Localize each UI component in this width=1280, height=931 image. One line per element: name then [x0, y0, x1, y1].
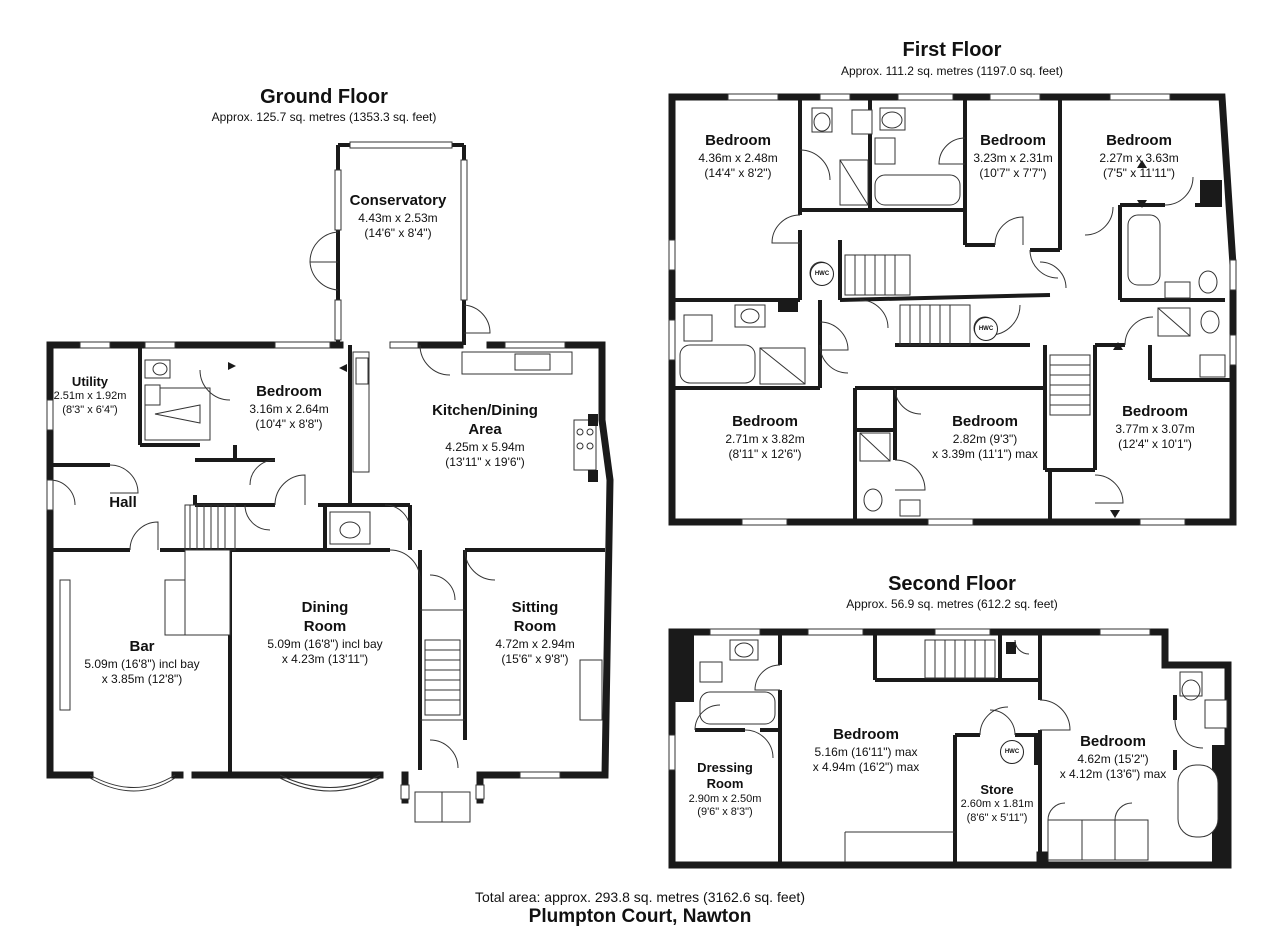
room-second-bedroom-2: Bedroom 4.62m (15'2") x 4.12m (13'6") ma… [1059, 733, 1167, 781]
second-floor-title: Second Floor [888, 573, 1016, 595]
ground-stairs [184, 504, 461, 716]
room-first-bedroom-3: Bedroom 2.27m x 3.63m (7'5" x 11'11") [1099, 132, 1179, 180]
first-doors [771, 137, 1194, 504]
room-kitchen-dining: Kitchen/Dining Area 4.25m x 5.94m (13'11… [432, 402, 538, 469]
second-floor-area: Approx. 56.9 sq. metres (612.2 sq. feet) [846, 597, 1058, 611]
conservatory-outline [309, 141, 491, 345]
dining-bay-window [279, 774, 381, 788]
room-first-bedroom-5: Bedroom 2.82m (9'3") x 3.39m (11'1") max [932, 413, 1038, 461]
second-outer-walls [668, 628, 1232, 869]
first-hwc-label-2: HWC [974, 317, 998, 341]
ground-floor-area: Approx. 125.7 sq. metres (1353.3 sq. fee… [211, 110, 437, 124]
room-first-bedroom-2: Bedroom 3.23m x 2.31m (10'7" x 7'7") [973, 132, 1053, 180]
room-conservatory: Conservatory 4.43m x 2.53m (14'6" x 8'4"… [349, 192, 447, 240]
room-dressing: Dressing Room 2.90m x 2.50m (9'6" x 8'3"… [688, 760, 762, 819]
total-area: Total area: approx. 293.8 sq. metres (31… [475, 889, 805, 905]
room-utility: Utility 2.51m x 1.92m (8'3" x 6'4") [53, 374, 127, 416]
ground-floor-plan [46, 141, 614, 823]
first-stairs [844, 254, 1091, 416]
second-floor-plan [668, 628, 1232, 869]
room-first-bedroom-4: Bedroom 2.71m x 3.82m (8'11" x 12'6") [725, 413, 805, 461]
room-dining: Dining Room 5.09m (16'8") incl bay x 4.2… [267, 599, 383, 666]
first-floor-plan [668, 93, 1237, 526]
property-address: Plumpton Court, Nawton [528, 906, 752, 927]
second-stairs [924, 639, 996, 679]
room-second-bedroom-1: Bedroom 5.16m (16'11") max x 4.94m (16'2… [812, 726, 920, 774]
first-floor-title: First Floor [902, 39, 1002, 61]
ground-doors [49, 344, 496, 769]
second-doors [694, 639, 1204, 821]
first-hwc-label: HWC [810, 262, 834, 286]
room-ground-bedroom: Bedroom 3.16m x 2.64m (10'4" x 8'8") [249, 383, 329, 431]
room-sitting: Sitting Room 4.72m x 2.94m (15'6" x 9'8"… [495, 599, 575, 666]
ground-floor-title: Ground Floor [260, 86, 388, 108]
room-store: Store 2.60m x 1.81m (8'6" x 5'11") [960, 782, 1034, 824]
room-first-bedroom-1: Bedroom 4.36m x 2.48m (14'4" x 8'2") [698, 132, 778, 180]
second-hwc-label: HWC [1000, 740, 1024, 764]
room-bar: Bar 5.09m (16'8") incl bay x 3.85m (12'8… [84, 638, 200, 686]
first-fixtures [679, 107, 1226, 518]
room-hall: Hall [109, 494, 137, 511]
bar-bay-window [89, 774, 176, 788]
second-fixtures [699, 639, 1228, 862]
first-floor-area: Approx. 111.2 sq. metres (1197.0 sq. fee… [840, 64, 1064, 78]
kitchen-fittings [352, 351, 598, 482]
room-first-bedroom-6: Bedroom 3.77m x 3.07m (12'4" x 10'1") [1115, 403, 1195, 451]
second-interior-walls [695, 632, 1177, 862]
ground-interior-walls [50, 345, 605, 775]
